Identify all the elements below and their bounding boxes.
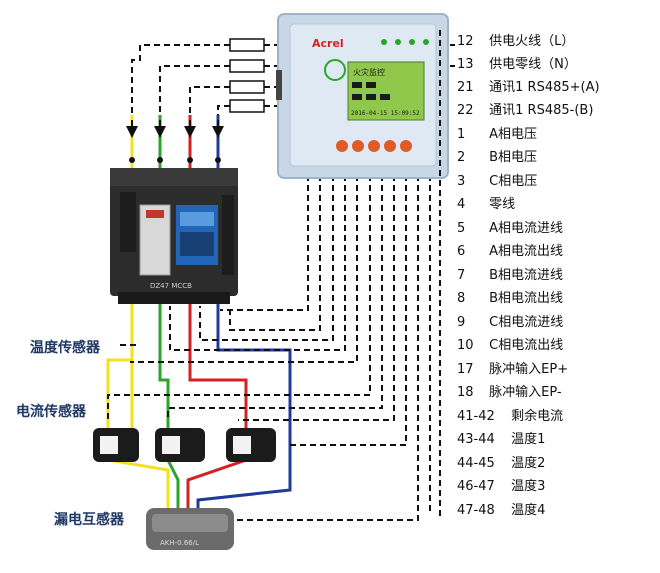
current-sensor-c	[226, 428, 276, 462]
terminal-row: 47-48 温度4	[457, 503, 546, 518]
leakage-transformer: AKH-0.66/L	[146, 508, 234, 550]
terminal-row: 9 C相电流进线	[457, 315, 564, 330]
terminal-row: 4 零线	[457, 197, 516, 212]
terminal-row: 5 A相电流进线	[457, 221, 564, 236]
svg-text:2016-04-15 15:09:52: 2016-04-15 15:09:52	[351, 110, 420, 117]
monitor-meter: Acrel 火灾监控 2016-04-15 15:09:52	[276, 13, 449, 179]
fuse-4	[229, 99, 265, 113]
terminal-row: 10 C相电流出线	[457, 338, 564, 353]
terminal-row: 7 B相电流进线	[457, 268, 564, 283]
circuit-breaker: DZ47 MCCB	[110, 168, 238, 304]
terminal-row: 13 供电零线（N）	[457, 57, 577, 72]
terminal-row: 12 供电火线（L）	[457, 34, 575, 49]
current-sensors	[93, 428, 276, 462]
fuse-2	[229, 59, 265, 73]
terminal-row: 46-47 温度3	[457, 479, 546, 494]
terminal-row: 8 B相电流出线	[457, 291, 564, 306]
feeder-wires	[130, 115, 220, 175]
svg-text:DZ47 MCCB: DZ47 MCCB	[150, 282, 192, 290]
terminal-row: 44-45 温度2	[457, 456, 546, 471]
fuse-3	[229, 80, 265, 94]
current-sensor-b	[155, 428, 205, 462]
terminal-row: 21 通讯1 RS485+(A)	[457, 80, 600, 95]
terminal-row: 1 A相电压	[457, 127, 538, 142]
terminal-row: 17 脉冲输入EP+	[457, 362, 569, 377]
svg-text:火灾监控: 火灾监控	[353, 67, 385, 77]
leakage-transformer-label: 漏电互感器	[54, 512, 124, 528]
terminal-row: 18 脉冲输入EP-	[457, 385, 562, 400]
current-sensor-label: 电流传感器	[16, 404, 86, 420]
temp-sensor-label: 温度传感器	[30, 340, 100, 356]
terminal-row: 41-42 剩余电流	[457, 409, 564, 424]
terminal-row: 2 B相电压	[457, 150, 538, 165]
terminal-row: 3 C相电压	[457, 174, 538, 189]
svg-text:Acrel: Acrel	[312, 37, 344, 50]
signal-dashed-wires	[107, 175, 431, 521]
terminal-row: 6 A相电流出线	[457, 244, 564, 259]
svg-text:AKH-0.66/L: AKH-0.66/L	[160, 539, 199, 547]
fuse-group	[229, 38, 265, 113]
current-sensor-a	[93, 428, 139, 462]
fuse-1	[229, 38, 265, 52]
terminal-row: 22 通讯1 RS485-(B)	[457, 103, 594, 118]
terminal-row: 43-44 温度1	[457, 432, 546, 447]
